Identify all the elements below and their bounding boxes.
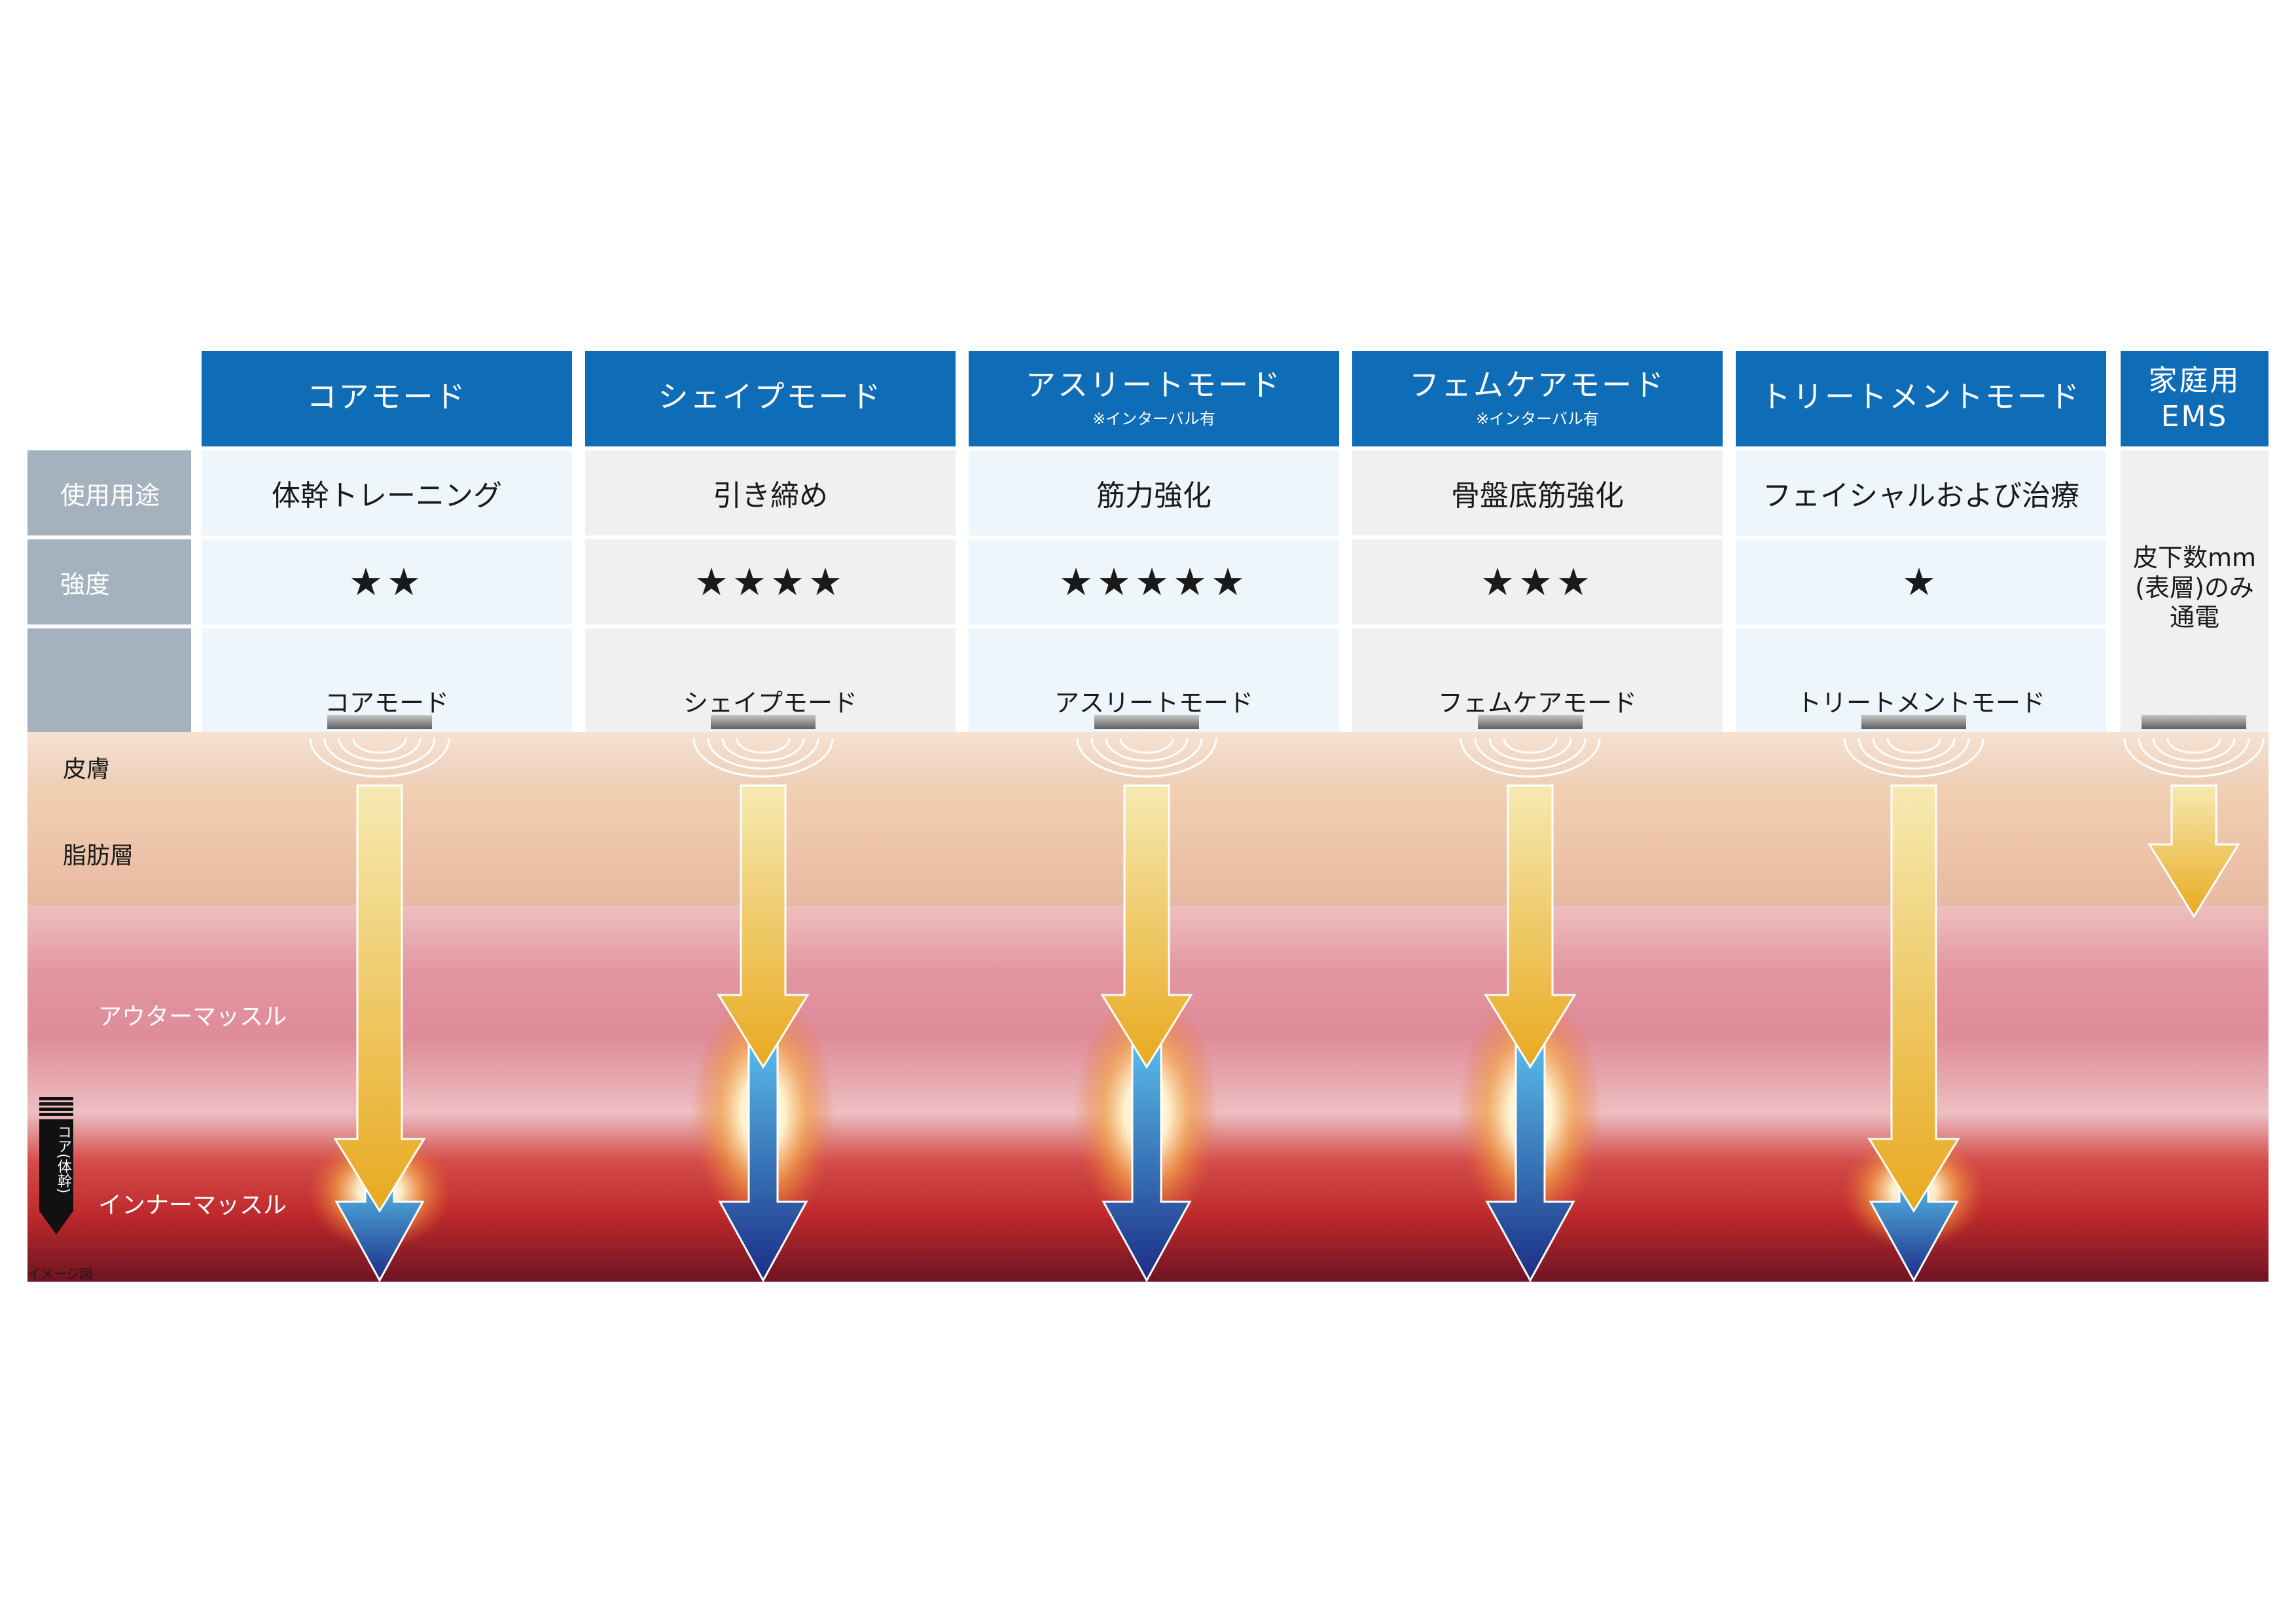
electrode-pad <box>2142 715 2246 729</box>
cell-strength-1: ★★★★ <box>585 539 956 624</box>
yellow-arrow <box>2147 784 2240 918</box>
wave-arc <box>692 738 834 778</box>
wave-arc <box>707 738 819 770</box>
yellow-arrow <box>1484 784 1577 1069</box>
wave-arc <box>1843 738 1984 778</box>
header-mode-1: シェイプモード <box>585 351 956 446</box>
ems-note-line3: 通電 <box>2169 603 2219 632</box>
wave-arc <box>2123 738 2265 778</box>
header-mode-2: アスリートモード ※インターバル有 <box>969 351 1339 446</box>
wave-arc <box>2166 738 2221 754</box>
ems-note-line2: (表層)のみ <box>2135 573 2254 602</box>
header-mode-3: フェムケアモード ※インターバル有 <box>1352 351 1723 446</box>
arrow-group-2 <box>1075 715 1219 1283</box>
layer-label-skin: 皮膚 <box>63 756 111 783</box>
wave-arc <box>1105 738 1189 762</box>
row-label-strength: 強度 <box>27 539 191 624</box>
layer-label-inner: インナーマッスル <box>98 1192 287 1219</box>
layer-label-outer: アウターマッスル <box>98 1003 287 1030</box>
electrode-pad <box>711 715 816 729</box>
wave-arc <box>1119 738 1174 754</box>
wave-arc <box>736 738 791 754</box>
yellow-arrow <box>1867 784 1960 1213</box>
ems-note-line1: 皮下数mm <box>2132 543 2257 572</box>
cell-use-0: 体幹トレーニング <box>202 450 572 535</box>
electrode-pad <box>1094 715 1199 729</box>
blue-arrow <box>1485 1026 1575 1283</box>
electrode-pad <box>1861 715 1966 729</box>
blue-arrow <box>1102 1026 1192 1283</box>
yellow-arrow <box>717 784 810 1069</box>
arrow-group-0 <box>308 715 452 1283</box>
row-label-use: 使用用途 <box>27 450 191 535</box>
blue-arrow <box>718 1026 808 1283</box>
mode-title: フェムケアモード <box>1409 367 1666 403</box>
row-label-blank <box>27 628 191 732</box>
wave-arc <box>1090 738 1203 770</box>
core-marker <box>39 1097 73 1235</box>
electrode-pad <box>1478 715 1583 729</box>
wave-arc <box>1872 738 1956 762</box>
arrow-group-ems <box>2123 715 2265 918</box>
cell-name-1: シェイプモード <box>585 628 956 732</box>
ems-cell <box>2121 450 2269 732</box>
cell-name-3: フェムケアモード <box>1352 628 1723 732</box>
wave-arc <box>1488 738 1572 762</box>
header-mode-0: コアモード <box>202 351 572 446</box>
mode-note: ※インターバル有 <box>1092 409 1215 428</box>
wave-arc <box>1886 738 1941 754</box>
wave-arc <box>352 738 407 754</box>
header-ems: 家庭用 EMS <box>2121 351 2269 446</box>
wave-arc <box>2138 738 2250 770</box>
ems-note: 皮下数mm (表層)のみ 通電 <box>2121 543 2269 633</box>
wave-arc <box>721 738 805 762</box>
cell-strength-4: ★ <box>1736 539 2106 624</box>
cell-strength-0: ★★ <box>202 539 572 624</box>
wave-arc <box>2152 738 2236 762</box>
wave-arc <box>338 738 422 762</box>
mode-title: アスリートモード <box>1026 367 1282 403</box>
wave-arc <box>1857 738 1970 770</box>
mode-title: トリートメントモード <box>1761 378 2081 414</box>
footnote: イメージ図 <box>27 1266 93 1282</box>
arrow-group-3 <box>1458 715 1602 1283</box>
mode-note: ※インターバル有 <box>1476 409 1599 428</box>
yellow-arrow <box>1100 784 1193 1069</box>
ems-title-line1: 家庭用 <box>2148 364 2241 397</box>
wave-arc <box>1474 738 1587 770</box>
header-mode-4: トリートメントモード <box>1736 351 2106 446</box>
mode-title: コアモード <box>306 378 467 414</box>
core-marker-label: コア(体幹) <box>55 1125 71 1194</box>
yellow-arrow <box>333 784 426 1213</box>
cell-strength-3: ★★★ <box>1352 539 1723 624</box>
wave-arc <box>1503 738 1558 754</box>
ems-title-line2: EMS <box>2161 400 2229 433</box>
cell-use-2: 筋力強化 <box>969 450 1339 535</box>
cell-name-4: トリートメントモード <box>1736 628 2106 732</box>
wave-arc <box>309 738 450 778</box>
mode-title: シェイプモード <box>658 378 883 414</box>
wave-arc <box>1460 738 1601 778</box>
cell-use-4: フェイシャルおよび治療 <box>1736 450 2106 535</box>
cell-name-2: アスリートモード <box>969 628 1339 732</box>
cell-use-3: 骨盤底筋強化 <box>1352 450 1723 535</box>
arrow-group-4 <box>1842 715 1986 1283</box>
cell-strength-2: ★★★★★ <box>969 539 1339 624</box>
wave-arc <box>323 738 436 770</box>
layer-label-fat: 脂肪層 <box>63 842 134 869</box>
arrow-group-1 <box>691 715 835 1283</box>
cell-use-1: 引き締め <box>585 450 956 535</box>
cell-name-0: コアモード <box>202 628 572 732</box>
electrode-pad <box>327 715 432 729</box>
wave-arc <box>1076 738 1217 778</box>
